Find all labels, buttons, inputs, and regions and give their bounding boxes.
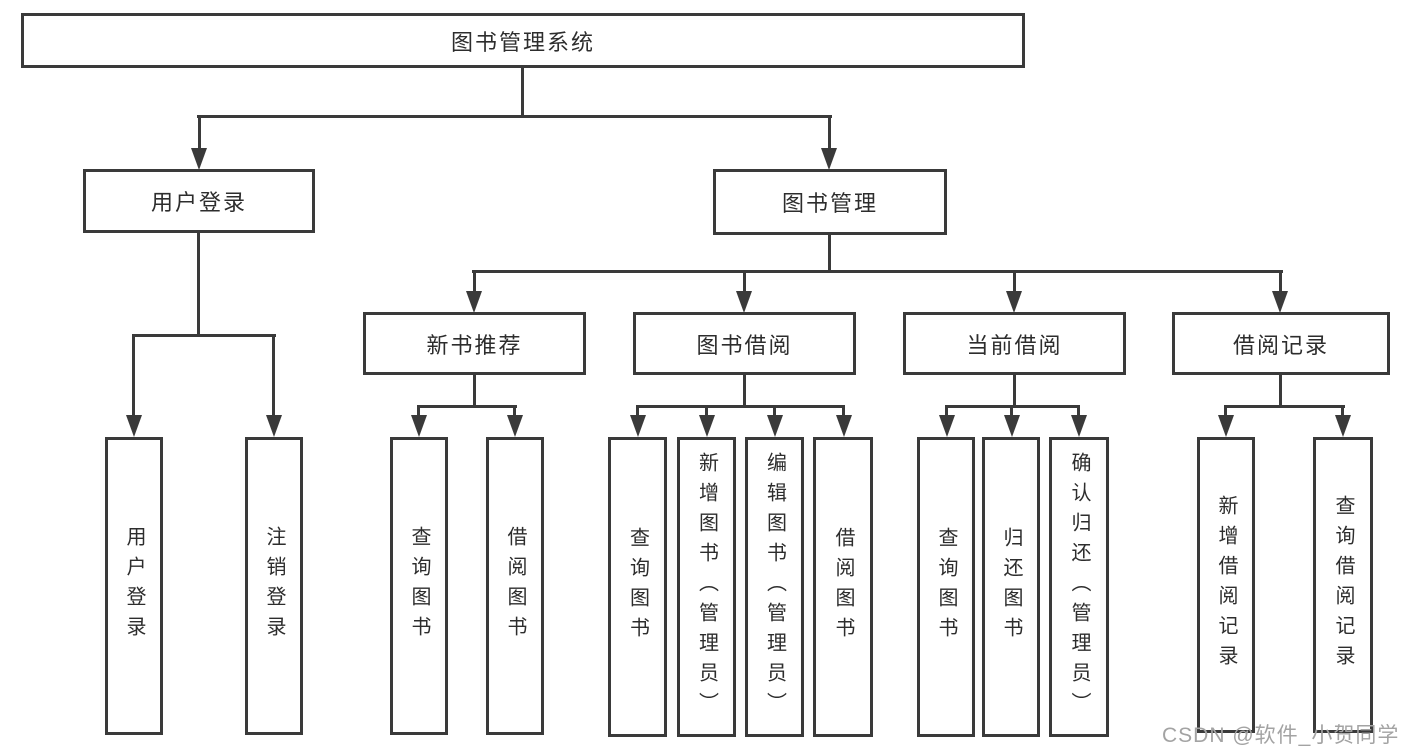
node-borrow-records: 借阅记录 <box>1172 312 1390 375</box>
edge-records-trunk <box>1279 375 1282 408</box>
edge-stem-leaf-bor-3 <box>773 408 776 418</box>
leaf-recommend-borrow-books: 借阅图书 <box>486 437 544 735</box>
leaf-current-return-books: 归还图书 <box>982 437 1040 737</box>
node-current-borrow: 当前借阅 <box>903 312 1126 375</box>
edge-current-hbar <box>945 405 1080 408</box>
edge-records-hbar <box>1224 405 1345 408</box>
edge-stem-leaf-rcd-1 <box>1224 408 1227 418</box>
arrowhead-leaf-rec-1 <box>411 415 427 437</box>
arrowhead-leaf-login-2 <box>266 415 282 437</box>
edge-stem-leaf-bor-4 <box>842 408 845 418</box>
arrowhead-borrow <box>736 291 752 313</box>
arrowhead-leaf-rcd-1 <box>1218 415 1234 437</box>
arrowhead-recommend <box>466 291 482 313</box>
edge-root-hbar <box>197 115 832 118</box>
edge-stem-records <box>1279 273 1282 295</box>
edge-current-trunk <box>1013 375 1016 408</box>
edge-stem-leaf-cur-1 <box>945 408 948 418</box>
edge-stem-user-login <box>198 118 201 150</box>
leaf-records-query-record: 查询借阅记录 <box>1313 437 1373 733</box>
node-root-library-system: 图书管理系统 <box>21 13 1025 68</box>
leaf-recommend-query-books: 查询图书 <box>390 437 448 735</box>
leaf-borrow-query-books: 查询图书 <box>608 437 667 737</box>
leaf-borrow-edit-books-admin: 编辑图书（管理员） <box>745 437 804 737</box>
arrowhead-leaf-bor-4 <box>836 415 852 437</box>
arrowhead-leaf-rcd-2 <box>1335 415 1351 437</box>
leaf-current-confirm-return-admin: 确认归还（管理员） <box>1049 437 1109 737</box>
arrowhead-current <box>1006 291 1022 313</box>
arrowhead-records <box>1272 291 1288 313</box>
edge-stem-leaf-bor-2 <box>705 408 708 418</box>
arrowhead-leaf-rec-2 <box>507 415 523 437</box>
node-user-login: 用户登录 <box>83 169 315 233</box>
edge-stem-book-mgmt <box>828 118 831 150</box>
leaf-current-query-books: 查询图书 <box>917 437 975 737</box>
leaf-records-add-record: 新增借阅记录 <box>1197 437 1255 733</box>
edge-stem-current <box>1013 273 1016 295</box>
leaf-borrow-borrow-books: 借阅图书 <box>813 437 873 737</box>
arrowhead-book-mgmt <box>821 148 837 170</box>
edge-root-trunk <box>521 68 524 118</box>
edge-stem-leaf-login-1 <box>132 337 135 418</box>
edge-stem-leaf-rec-2 <box>513 408 516 418</box>
arrowhead-leaf-cur-1 <box>939 415 955 437</box>
leaf-user-login: 用户登录 <box>105 437 163 735</box>
edge-mgmt-trunk <box>828 235 831 273</box>
node-new-book-recommend: 新书推荐 <box>363 312 586 375</box>
arrowhead-leaf-bor-1 <box>630 415 646 437</box>
node-book-borrow: 图书借阅 <box>633 312 856 375</box>
edge-stem-recommend <box>473 273 476 295</box>
edge-stem-leaf-cur-2 <box>1010 408 1013 418</box>
arrowhead-leaf-bor-2 <box>699 415 715 437</box>
edge-borrow-trunk <box>743 375 746 408</box>
edge-mgmt-hbar <box>472 270 1283 273</box>
edge-login-hbar <box>132 334 276 337</box>
node-book-management: 图书管理 <box>713 169 947 235</box>
arrowhead-user-login <box>191 148 207 170</box>
edge-recommend-hbar <box>417 405 517 408</box>
arrowhead-leaf-login-1 <box>126 415 142 437</box>
edge-stem-leaf-cur-3 <box>1077 408 1080 418</box>
arrowhead-leaf-cur-3 <box>1071 415 1087 437</box>
csdn-watermark: CSDN @软件_小贺同学 <box>1162 724 1400 747</box>
leaf-borrow-add-books-admin: 新增图书（管理员） <box>677 437 736 737</box>
arrowhead-leaf-bor-3 <box>767 415 783 437</box>
arrowhead-leaf-cur-2 <box>1004 415 1020 437</box>
edge-login-trunk <box>197 233 200 334</box>
edge-stem-borrow <box>743 273 746 295</box>
edge-borrow-hbar <box>636 405 845 408</box>
edge-stem-leaf-rec-1 <box>417 408 420 418</box>
leaf-logout: 注销登录 <box>245 437 303 735</box>
edge-stem-leaf-rcd-2 <box>1341 408 1344 418</box>
edge-recommend-trunk <box>473 375 476 408</box>
edge-stem-leaf-login-2 <box>272 337 275 418</box>
edge-stem-leaf-bor-1 <box>636 408 639 418</box>
